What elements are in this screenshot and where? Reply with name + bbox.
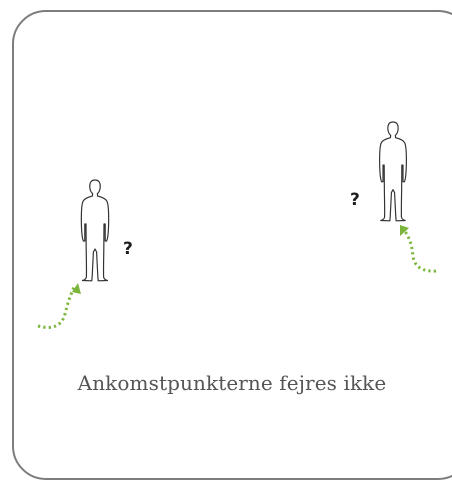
illustration: ? ? <box>37 121 437 329</box>
question-mark-icon: ? <box>350 190 360 210</box>
person-silhouette-icon <box>379 121 407 222</box>
caption: Ankomstpunkterne fejres ikke <box>77 371 387 395</box>
dotted-path-arrow-icon <box>400 225 437 273</box>
question-mark-icon: ? <box>123 239 133 259</box>
person-silhouette-icon <box>80 179 110 282</box>
dotted-path-arrow-icon <box>37 283 81 329</box>
